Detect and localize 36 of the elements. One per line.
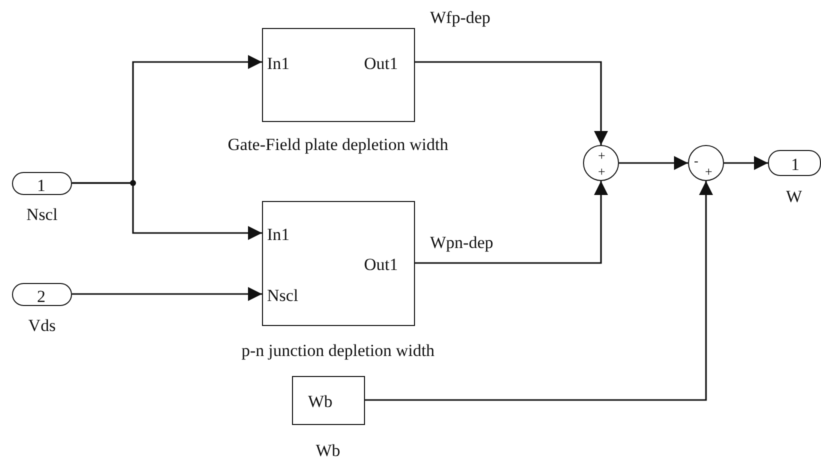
signal-arrow: [415, 181, 608, 264]
inport-block: [12, 283, 72, 306]
signal-arrow: [72, 287, 262, 301]
subsystem-block: [262, 28, 415, 122]
port-label: Nscl: [267, 287, 298, 304]
signal-label: Wpn-dep: [430, 234, 494, 251]
block-caption: W: [786, 188, 802, 205]
outport-block: [768, 150, 821, 176]
sign-label: +: [598, 149, 606, 162]
sum-block: [688, 145, 724, 181]
block-caption: Vds: [28, 317, 56, 334]
block-label: Wb: [308, 393, 333, 410]
block-caption: p-n junction depletion width: [241, 342, 435, 359]
block-label: 2: [37, 288, 46, 305]
block-label: 1: [791, 156, 800, 173]
signal-label: Wfp-dep: [430, 9, 490, 26]
block-caption: Gate-Field plate depletion width: [228, 136, 448, 153]
signal-arrow: [72, 182, 262, 240]
signal-arrow: [724, 156, 768, 170]
signal-arrow: [415, 61, 608, 145]
subsystem-block: [262, 201, 415, 326]
port-label: Out1: [364, 55, 398, 72]
sign-label: -: [694, 154, 698, 167]
block-caption: Nscl: [26, 206, 58, 223]
block-caption: Wb: [316, 442, 340, 459]
constant-block: [292, 376, 365, 425]
sign-label: +: [705, 165, 712, 178]
signal-arrow: [619, 156, 688, 170]
port-label: Out1: [364, 256, 398, 273]
sign-label: +: [598, 165, 606, 178]
port-label: In1: [267, 226, 290, 243]
inport-block: [12, 172, 72, 195]
port-label: In1: [267, 55, 290, 72]
block-label: 1: [37, 177, 46, 194]
signal-arrow: [365, 181, 713, 401]
sum-block: [583, 145, 619, 181]
